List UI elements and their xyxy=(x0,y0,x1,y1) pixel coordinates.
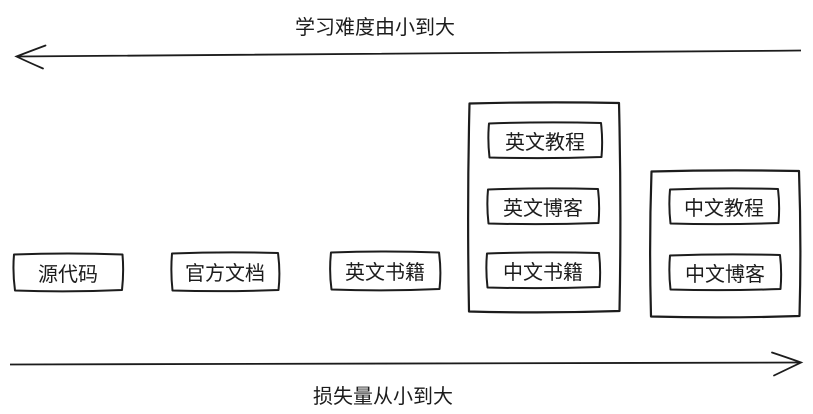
box-outline-chinese-books xyxy=(485,251,602,290)
group-outline-1 xyxy=(467,101,622,314)
box-outline-source-code xyxy=(12,252,125,293)
node-chinese-books: 中文书籍 xyxy=(503,261,583,284)
box-outline-english-tutorials xyxy=(487,121,604,160)
box-outline-chinese-tutorials xyxy=(668,187,781,226)
box-outline-english-blogs xyxy=(486,187,601,226)
box-outline-chinese-blogs xyxy=(668,253,783,292)
group-english-and-chinese-books: 英文教程 英文博客 中文书籍 xyxy=(468,102,620,312)
node-official-docs: 官方文档 xyxy=(185,263,265,285)
node-chinese-tutorials: 中文教程 xyxy=(684,197,764,220)
box-outline-english-books xyxy=(329,250,442,292)
node-english-books: 英文书籍 xyxy=(345,262,425,284)
group-chinese-tutorials-blogs: 中文教程 中文博客 xyxy=(650,170,800,317)
box-outline-official-docs xyxy=(170,251,281,293)
node-english-tutorials: 英文教程 xyxy=(505,131,585,154)
group-outline-2 xyxy=(649,169,802,319)
loss-axis-label: 损失量从小到大 xyxy=(313,386,453,408)
difficulty-arrow-left xyxy=(14,44,802,70)
node-chinese-blogs: 中文博客 xyxy=(685,263,765,286)
loss-arrow-right xyxy=(9,351,804,377)
node-source-code: 源代码 xyxy=(38,263,98,286)
difficulty-axis-label: 学习难度由小到大 xyxy=(295,17,455,39)
node-english-blogs: 英文博客 xyxy=(503,197,583,220)
